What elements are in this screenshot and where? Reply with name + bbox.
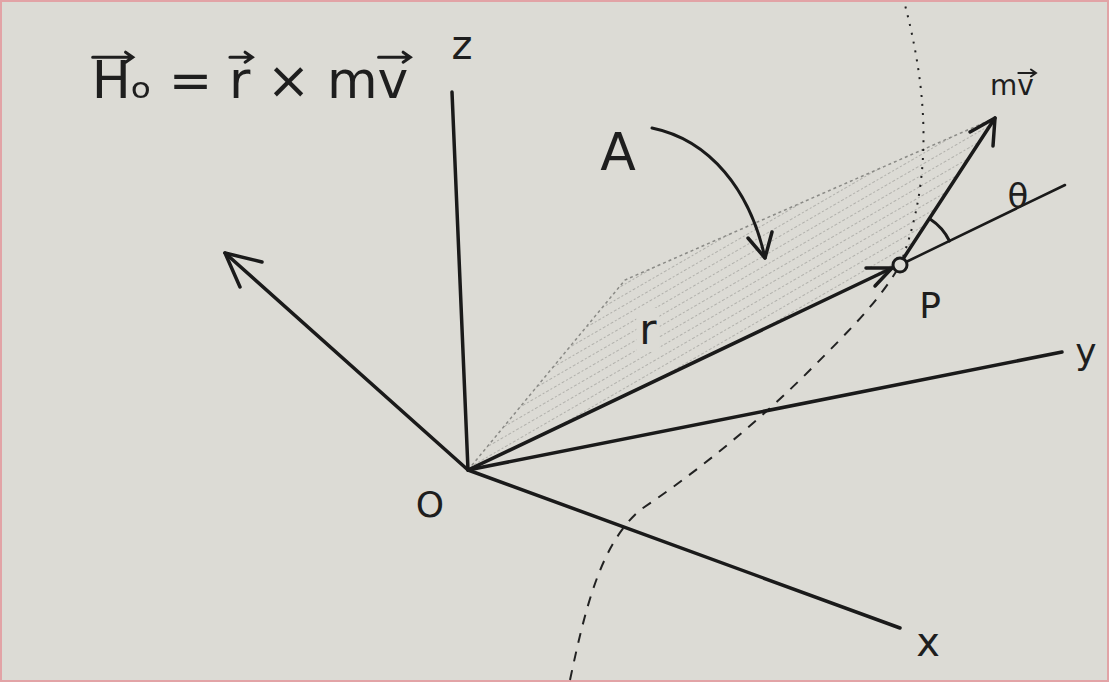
arrowhead xyxy=(970,118,995,146)
point-label: P xyxy=(919,288,941,324)
reference-line xyxy=(906,185,1065,262)
mv-vector xyxy=(903,118,995,259)
z-axis xyxy=(452,92,468,470)
arrowhead xyxy=(225,253,262,287)
vector-label: mv xyxy=(990,72,1034,100)
x-axis xyxy=(468,470,900,628)
axis-label: x xyxy=(916,622,940,662)
h-vector xyxy=(225,253,468,470)
axis-label: z xyxy=(452,25,473,65)
area-label: A xyxy=(600,126,636,178)
origin-label: O xyxy=(416,487,444,523)
r-vector xyxy=(468,268,892,470)
y-axis xyxy=(468,352,1062,470)
vector-label: r xyxy=(636,308,659,352)
arrowhead xyxy=(866,268,892,286)
trajectory-dotted xyxy=(900,5,924,265)
trajectory xyxy=(570,265,900,680)
arrowhead xyxy=(748,232,772,258)
equation: Hₒ = r × mv xyxy=(92,54,409,106)
particle-p xyxy=(893,258,907,272)
axis-label: y xyxy=(1075,334,1096,370)
angle-label: θ xyxy=(1008,179,1029,213)
angle-arc xyxy=(930,219,950,241)
